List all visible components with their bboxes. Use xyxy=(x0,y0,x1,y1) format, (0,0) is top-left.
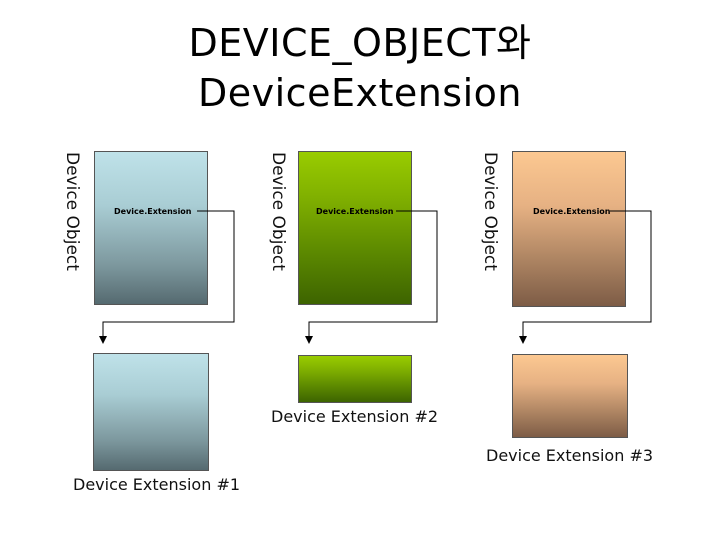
pointer-connector-1 xyxy=(99,210,235,344)
device-object-box-1 xyxy=(94,151,208,305)
device-object-label-2: Device Object xyxy=(268,152,288,271)
title-line-2: DeviceExtension xyxy=(197,71,522,115)
device-extension-caption-2: Device Extension #2 xyxy=(271,407,439,426)
device-extension-caption-1: Device Extension #1 xyxy=(73,475,241,494)
title-line-1: DEVICE_OBJECT와 xyxy=(188,21,532,65)
device-object-label-3: Device Object xyxy=(480,152,500,271)
device-extension-pointer-label-2: Device.Extension xyxy=(316,207,394,216)
device-object-label-1: Device Object xyxy=(62,152,82,271)
device-extension-caption-3: Device Extension #3 xyxy=(486,446,654,465)
device-extension-box-2 xyxy=(298,355,412,403)
device-extension-pointer-label-1: Device.Extension xyxy=(114,207,192,216)
device-object-box-3 xyxy=(512,151,626,307)
slide-title: DEVICE_OBJECT와 DeviceExtension xyxy=(0,18,720,118)
device-extension-box-1 xyxy=(93,353,209,471)
pointer-connector-3 xyxy=(519,210,652,344)
pointer-connector-2 xyxy=(305,210,438,344)
device-extension-box-3 xyxy=(512,354,628,438)
device-extension-pointer-label-3: Device.Extension xyxy=(533,207,611,216)
device-object-box-2 xyxy=(298,151,412,305)
